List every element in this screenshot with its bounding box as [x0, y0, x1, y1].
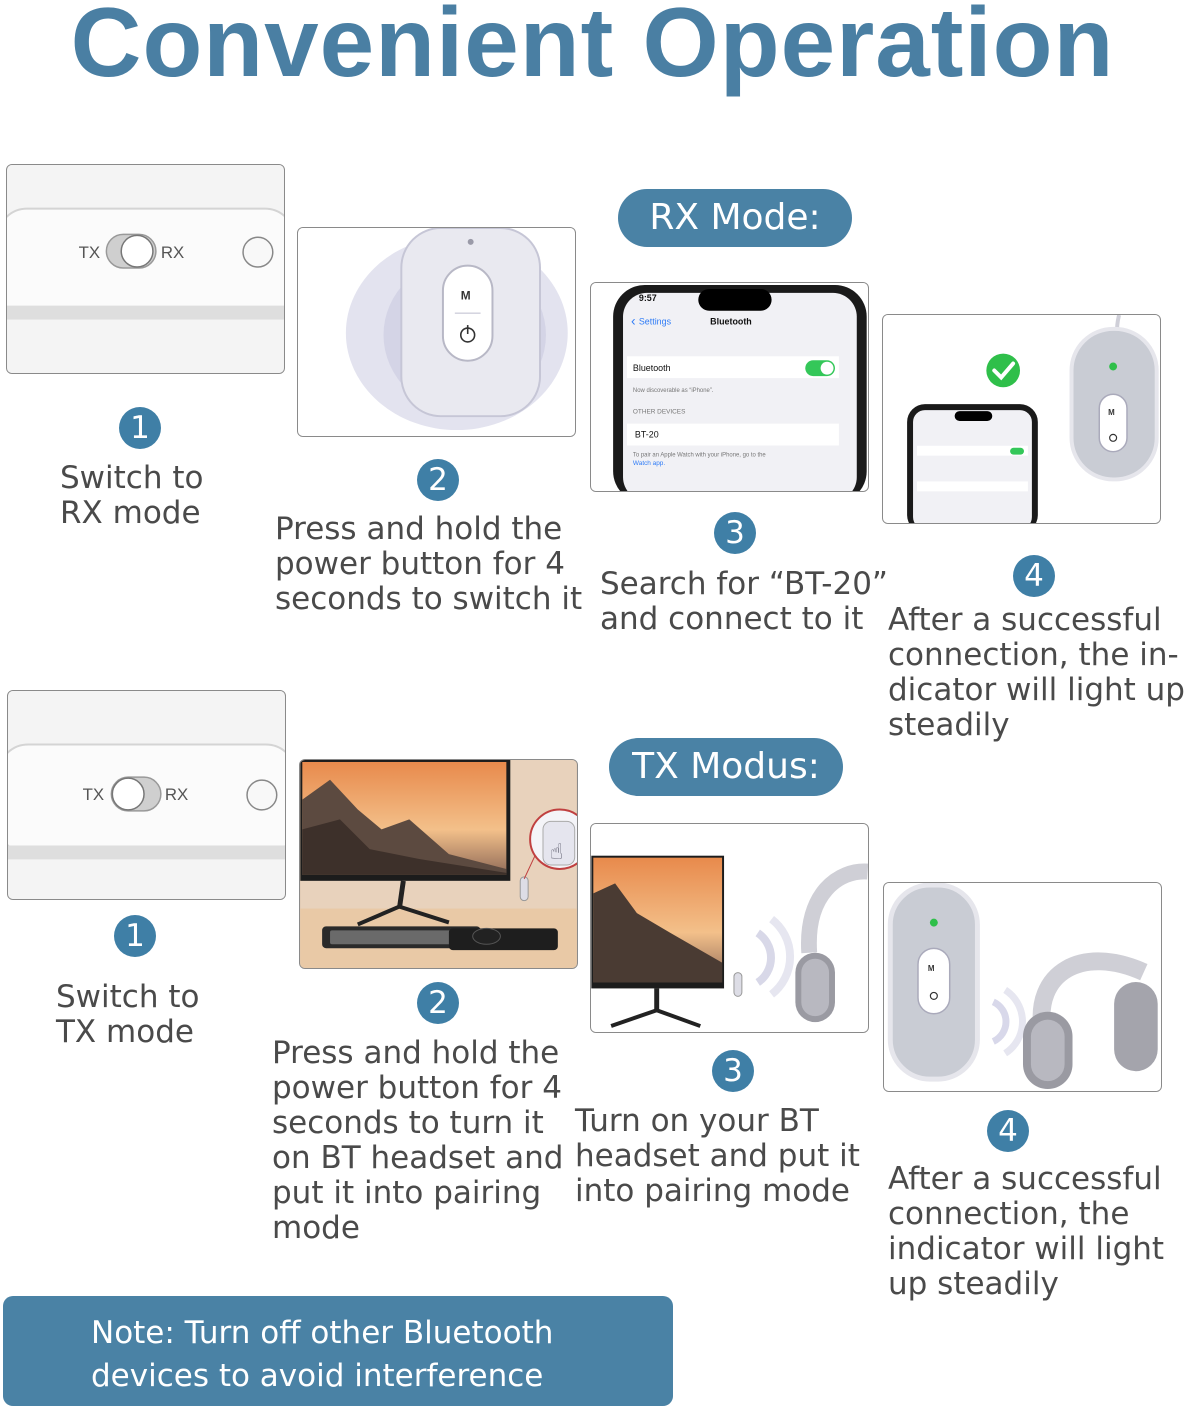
tx-connected-image: M	[883, 882, 1162, 1092]
rx-mode-pill: RX Mode:	[618, 189, 852, 247]
rx-step-4-badge: 4	[1013, 555, 1055, 597]
bluetooth-toggle-label: Bluetooth	[633, 363, 671, 373]
power-button-icon	[242, 236, 274, 268]
rx-switch-image: TX RX	[6, 164, 285, 374]
tx-step-1-text: Switch to TX mode	[56, 979, 200, 1050]
switch-rx-label: RX	[161, 243, 184, 262]
tx-switch-image: TX RX	[7, 690, 286, 900]
indicator-light-icon	[467, 238, 474, 245]
bt20-device-row[interactable]	[626, 423, 839, 446]
tx-step-1-badge: 1	[114, 915, 156, 957]
tx-step-4-text: After a successful connection, the indic…	[888, 1161, 1165, 1302]
rx-step-1-text: Switch to RX mode	[60, 460, 204, 531]
switch-tx-label: TX	[79, 243, 101, 262]
indicator-light-on-icon	[929, 918, 938, 927]
headphones-icon	[801, 863, 868, 954]
tx-step-4-badge: 4	[987, 1110, 1029, 1152]
back-chevron-icon[interactable]: ‹	[631, 313, 636, 329]
headphones-icon	[1032, 952, 1148, 1034]
indicator-light-on-icon	[1109, 362, 1118, 371]
hand-press-icon: ☝	[550, 840, 563, 865]
mode-button-label: M	[461, 288, 471, 302]
phone-screen-title: Bluetooth	[710, 317, 752, 327]
note-banner: Note: Turn off other Bluetooth devices t…	[3, 1296, 673, 1406]
power-button-icon	[246, 779, 278, 811]
switch-knob	[111, 777, 145, 811]
mode-button-label: M	[1108, 408, 1115, 417]
watch-app-link[interactable]: Watch app.	[633, 460, 665, 467]
bt20-device-name: BT-20	[635, 430, 659, 440]
phone-footer-text: To pair an Apple Watch with your iPhone,…	[633, 452, 766, 458]
tx-monitor-desk-image: ☝	[299, 759, 578, 969]
mouse-icon	[472, 927, 501, 945]
tx-step-3-text: Turn on your BT headset and put it into …	[575, 1103, 860, 1209]
rx-step-4-text: After a successful connection, the in- d…	[888, 602, 1185, 743]
discoverable-text: Now discoverable as “iPhone”.	[633, 388, 714, 394]
power-icon	[1109, 433, 1118, 442]
wireless-signal-icon	[991, 998, 1010, 1045]
tx-step-3-badge: 3	[712, 1050, 754, 1092]
rx-phone-bluetooth-image: 9:57 ‹ Settings Bluetooth Bluetooth Now …	[590, 282, 869, 492]
rx-step-2-text: Press and hold the power button for 4 se…	[275, 511, 583, 617]
check-icon	[986, 353, 1021, 388]
power-icon	[929, 991, 938, 1000]
tx-step-2-badge: 2	[417, 982, 459, 1024]
tx-headset-pairing-image	[590, 823, 869, 1033]
rx-step-1-badge: 1	[119, 407, 161, 449]
back-settings-link[interactable]: Settings	[639, 317, 672, 327]
rx-step-3-text: Search for “BT-20” and connect to it	[600, 566, 888, 637]
phone-time: 9:57	[639, 293, 657, 303]
switch-knob	[120, 234, 154, 268]
tx-step-2-text: Press and hold the power button for 4 se…	[272, 1035, 564, 1246]
rx-power-press-image: M	[297, 227, 576, 437]
wireless-signal-icon	[755, 929, 775, 986]
rx-step-2-badge: 2	[417, 459, 459, 501]
switch-rx-label: RX	[165, 785, 188, 804]
tx-mode-pill: TX Modus:	[609, 738, 843, 796]
other-devices-header: OTHER DEVICES	[633, 409, 685, 416]
page-title: Convenient Operation	[70, 0, 1115, 97]
mode-button-label: M	[928, 964, 935, 973]
rx-step-3-badge: 3	[714, 512, 756, 554]
switch-tx-label: TX	[83, 785, 105, 804]
rx-connected-image: M	[882, 314, 1161, 524]
